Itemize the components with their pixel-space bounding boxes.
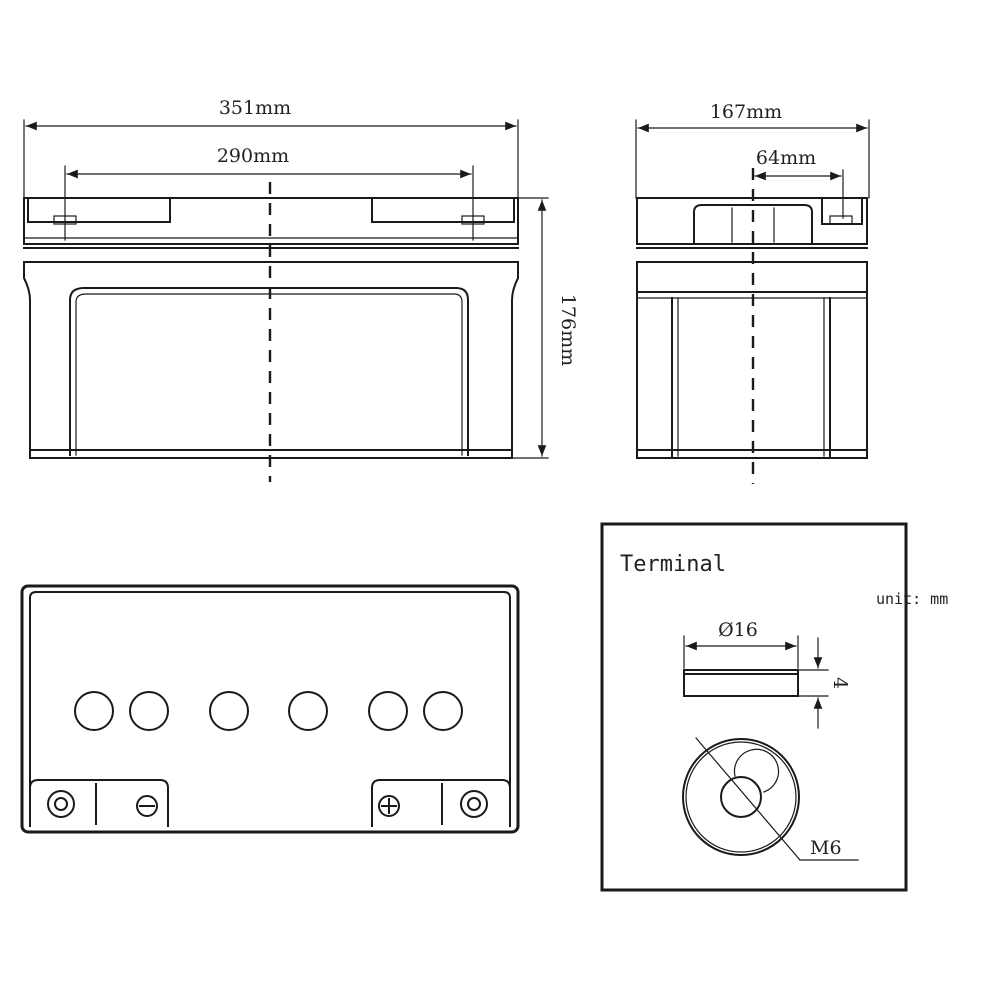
thread-size-label: M6 <box>810 837 842 859</box>
plus-icon <box>378 795 400 817</box>
front-lid <box>23 197 519 245</box>
height-dimension-label: 176mm <box>557 294 579 366</box>
terminal-profile <box>683 669 799 697</box>
terminal-bolt-hole <box>720 776 762 818</box>
terminal-spacing-label: 290mm <box>217 145 289 167</box>
front-view: 351mm 290mm 176mm <box>23 97 579 482</box>
terminal-detail-title: Terminal <box>620 552 726 577</box>
terminal-top-outer <box>682 738 800 856</box>
side-view: 167mm 64mm <box>635 101 870 484</box>
positive-terminal-post <box>460 790 488 818</box>
vent-cap <box>288 691 328 731</box>
vent-cap <box>423 691 463 731</box>
side-vent <box>693 204 813 243</box>
terminal-diameter-label: Ø16 <box>718 619 758 641</box>
top-view <box>20 584 520 834</box>
vent-cap <box>74 691 114 731</box>
minus-icon <box>136 795 158 817</box>
vent-cap <box>129 691 169 731</box>
vent-cap <box>368 691 408 731</box>
terminal-thickness-label: 4 <box>829 677 851 689</box>
side-terminal <box>821 197 863 225</box>
terminal-offset-label: 64mm <box>756 147 816 169</box>
terminal-detail-frame <box>600 522 908 892</box>
width-dimension-label: 167mm <box>710 101 782 123</box>
terminal-detail: Terminal Ø16 4 M6 <box>600 522 908 892</box>
top-outline <box>20 584 520 834</box>
length-dimension-label: 351mm <box>219 97 291 119</box>
negative-terminal-post <box>47 790 75 818</box>
thread-leader-line <box>695 737 801 861</box>
vent-cap <box>209 691 249 731</box>
unit-note: unit: mm <box>876 590 948 608</box>
